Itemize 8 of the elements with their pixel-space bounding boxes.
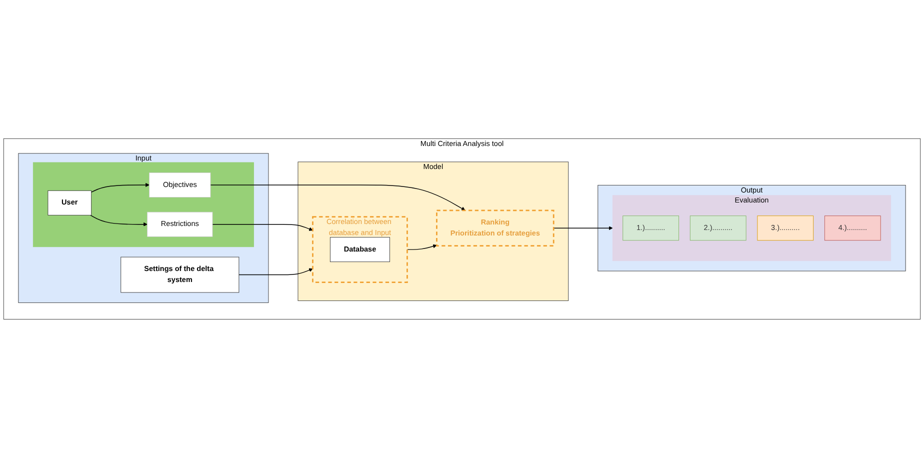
cluster: [32, 162, 254, 248]
arrow: [406, 244, 437, 250]
arrow: [210, 184, 466, 211]
arrow: [553, 226, 613, 230]
arrow: [90, 183, 150, 193]
arrow: [90, 214, 148, 226]
arrow: [238, 268, 313, 276]
arrow: [212, 224, 313, 231]
